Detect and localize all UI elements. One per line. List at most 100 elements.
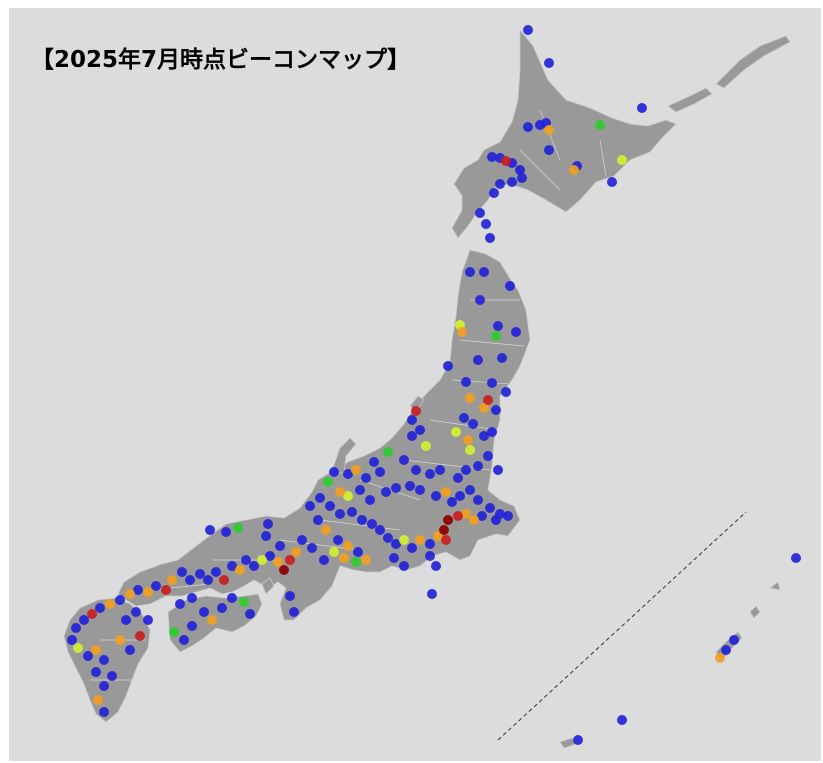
- beacon-marker-blue: [249, 561, 259, 571]
- beacon-marker-blue: [415, 425, 425, 435]
- beacon-marker-blue: [285, 591, 295, 601]
- beacon-marker-blue: [495, 179, 505, 189]
- beacon-marker-orange: [143, 587, 153, 597]
- beacon-marker-orange: [125, 589, 135, 599]
- beacon-marker-blue: [483, 451, 493, 461]
- beacon-marker-red: [441, 535, 451, 545]
- beacon-marker-blue: [455, 491, 465, 501]
- beacon-marker-blue: [573, 735, 583, 745]
- kuril-islands: [667, 87, 713, 113]
- beacon-marker-orange: [335, 487, 345, 497]
- beacon-marker-blue: [607, 177, 617, 187]
- beacon-marker-blue: [511, 327, 521, 337]
- beacon-marker-blue: [199, 607, 209, 617]
- beacon-marker-blue: [399, 561, 409, 571]
- beacon-marker-blue: [468, 419, 478, 429]
- beacon-marker-blue: [131, 607, 141, 617]
- beacon-marker-red: [285, 555, 295, 565]
- honshu-landmass: [117, 249, 531, 621]
- beacon-marker-blue: [343, 469, 353, 479]
- beacon-marker-green: [383, 447, 393, 457]
- beacon-marker-blue: [263, 519, 273, 529]
- beacon-marker-blue: [265, 551, 275, 561]
- beacon-marker-orange: [361, 555, 371, 565]
- beacon-marker-orange: [351, 465, 361, 475]
- beacon-marker-green: [169, 627, 179, 637]
- beacon-marker-blue: [361, 473, 371, 483]
- inset-separator: [497, 511, 747, 741]
- beacon-marker-blue: [151, 581, 161, 591]
- beacon-marker-blue: [489, 188, 499, 198]
- beacon-marker-orange: [457, 327, 467, 337]
- beacon-marker-blue: [473, 495, 483, 505]
- beacon-marker-blue: [315, 493, 325, 503]
- beacon-marker-yellow: [451, 427, 461, 437]
- beacon-marker-yellow: [73, 643, 83, 653]
- beacon-marker-blue: [83, 651, 93, 661]
- beacon-marker-blue: [544, 145, 554, 155]
- beacon-marker-blue: [411, 465, 421, 475]
- beacon-marker-orange: [207, 615, 217, 625]
- beacon-marker-orange: [343, 541, 353, 551]
- beacon-marker-blue: [487, 378, 497, 388]
- beacon-marker-blue: [617, 715, 627, 725]
- beacon-marker-blue: [261, 531, 271, 541]
- beacon-marker-orange: [465, 393, 475, 403]
- beacon-marker-blue: [355, 485, 365, 495]
- beacon-marker-orange: [339, 553, 349, 563]
- beacon-marker-blue: [227, 561, 237, 571]
- beacon-marker-blue: [505, 281, 515, 291]
- beacon-marker-blue: [195, 569, 205, 579]
- beacon-markers: [67, 25, 801, 745]
- beacon-marker-orange: [569, 165, 579, 175]
- beacon-marker-blue: [485, 233, 495, 243]
- small-island-2: [769, 581, 781, 591]
- beacon-marker-orange: [291, 547, 301, 557]
- beacon-marker-blue: [179, 635, 189, 645]
- beacon-marker-blue: [497, 353, 507, 363]
- beacon-marker-yellow: [399, 535, 409, 545]
- beacon-marker-blue: [121, 615, 131, 625]
- beacon-marker-green: [351, 557, 361, 567]
- beacon-marker-red: [501, 156, 511, 166]
- beacon-marker-blue: [461, 377, 471, 387]
- beacon-marker-blue: [431, 491, 441, 501]
- beacon-marker-blue: [425, 539, 435, 549]
- beacon-marker-blue: [473, 461, 483, 471]
- beacon-marker-blue: [369, 457, 379, 467]
- beacon-marker-orange: [105, 599, 115, 609]
- kuril-islands-2: [715, 35, 791, 89]
- beacon-marker-blue: [367, 519, 377, 529]
- beacon-marker-blue: [143, 615, 153, 625]
- beacon-marker-blue: [91, 667, 101, 677]
- small-island: [749, 605, 761, 619]
- beacon-marker-orange: [463, 435, 473, 445]
- beacon-marker-blue: [443, 361, 453, 371]
- beacon-marker-blue: [523, 25, 533, 35]
- beacon-marker-blue: [185, 575, 195, 585]
- beacon-marker-orange: [273, 557, 283, 567]
- beacon-marker-blue: [307, 543, 317, 553]
- beacon-marker-blue: [465, 267, 475, 277]
- beacon-marker-blue: [95, 603, 105, 613]
- beacon-marker-blue: [479, 431, 489, 441]
- beacon-marker-blue: [297, 535, 307, 545]
- beacon-marker-green: [491, 331, 501, 341]
- beacon-marker-green: [595, 120, 605, 130]
- beacon-marker-blue: [187, 621, 197, 631]
- beacon-marker-green: [323, 477, 333, 487]
- beacon-marker-blue: [389, 553, 399, 563]
- beacon-marker-blue: [333, 535, 343, 545]
- beacon-marker-blue: [791, 553, 801, 563]
- beacon-marker-blue: [241, 555, 251, 565]
- beacon-marker-blue: [415, 485, 425, 495]
- beacon-marker-orange: [93, 695, 103, 705]
- beacon-marker-blue: [407, 415, 417, 425]
- beacon-marker-blue: [447, 497, 457, 507]
- beacon-marker-blue: [115, 595, 125, 605]
- japan-map: [9, 8, 821, 761]
- beacon-marker-orange: [715, 653, 725, 663]
- beacon-marker-blue: [485, 503, 495, 513]
- beacon-marker-red: [483, 395, 493, 405]
